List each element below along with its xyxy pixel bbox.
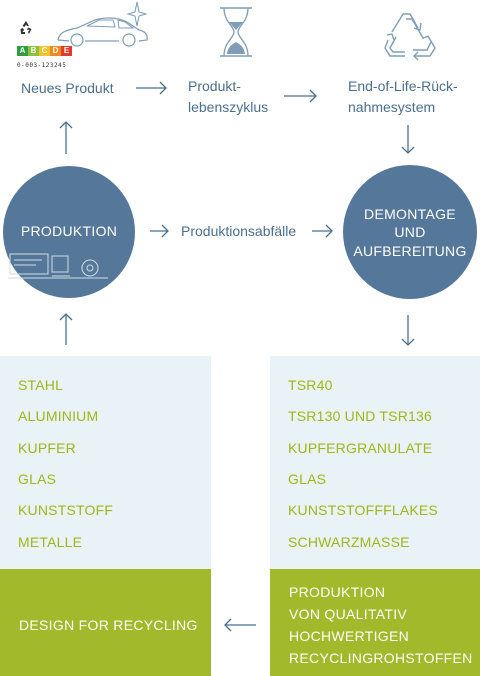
- energy-class-b: B: [28, 46, 39, 56]
- arrow-new-to-lifecycle: [136, 81, 167, 95]
- recycled-production-box: PRODUKTION VON QUALITATIV HOCHWERTIGEN R…: [270, 569, 480, 676]
- dismantling-line2: UND: [394, 224, 426, 240]
- material-item: KUPFER: [18, 440, 76, 456]
- arrow-materials-up: [59, 313, 73, 345]
- product-lifecycle-line1: Produkt-: [188, 78, 241, 94]
- recycle-icon: [384, 13, 436, 61]
- energy-class-e: E: [61, 46, 72, 56]
- production-circle-label: PRODUKTION: [20, 223, 118, 239]
- product-lifecycle-line2: lebenszyklus: [188, 99, 269, 115]
- recycled-item: GLAS: [288, 471, 327, 487]
- arrow-eol-down: [401, 125, 415, 154]
- energy-class-c: C: [39, 46, 50, 56]
- new-product-label: Neues Produkt: [21, 80, 114, 96]
- recycled-production-line1: PRODUKTION: [289, 584, 386, 600]
- material-item: STAHL: [18, 377, 64, 393]
- recycle-small-icon: [20, 21, 32, 34]
- production-circle: PRODUKTION: [3, 166, 135, 298]
- dismantling-line1: DEMONTAGE: [364, 206, 456, 222]
- material-item: METALLE: [18, 534, 83, 550]
- material-item: ALUMINIUM: [18, 408, 99, 424]
- production-waste-label: Produktionsabfälle: [181, 223, 297, 239]
- recycled-item: KUPFERGRANULATE: [288, 440, 433, 456]
- production-machine-icon: [8, 253, 108, 279]
- energy-class-a: A: [17, 46, 28, 56]
- end-of-life-label: End-of-Life-Rück- nahmesystem: [348, 78, 458, 116]
- material-item: GLAS: [18, 471, 57, 487]
- dismantling-circle: DEMONTAGE UND AUFBEREITUNG: [343, 165, 477, 299]
- arrow-dismantling-down: [401, 315, 415, 346]
- recycled-item: TSR40: [288, 377, 333, 393]
- recycled-production-line4: RECYCLINGROHSTOFFEN: [289, 650, 473, 666]
- design-for-recycling-label: DESIGN FOR RECYCLING: [19, 617, 198, 633]
- arrow-recycling-left: [224, 618, 256, 632]
- sparkle-icon: [126, 1, 148, 27]
- product-lifecycle-label: Produkt- lebenszyklus: [188, 78, 268, 116]
- end-of-life-line2: nahmesystem: [348, 99, 436, 115]
- recycled-item: KUNSTSTOFFFLAKES: [288, 502, 438, 518]
- end-of-life-line1: End-of-Life-Rück-: [348, 78, 458, 94]
- energy-class-d: D: [50, 46, 61, 56]
- materials-panel-right: TSR40 TSR130 UND TSR136 KUPFERGRANULATE …: [270, 356, 480, 569]
- car-icon: [57, 17, 148, 47]
- recycled-production-line2: VON QUALITATIV: [289, 606, 408, 622]
- recycled-production-line3: HOCHWERTIGEN: [289, 628, 410, 644]
- arrow-to-waste: [150, 224, 169, 238]
- material-item: KUNSTSTOFF: [18, 502, 114, 518]
- arrow-production-up: [59, 121, 73, 154]
- materials-panel-left: STAHL ALUMINIUM KUPFER GLAS KUNSTSTOFF M…: [0, 356, 211, 569]
- recycled-item: SCHWARZMASSE: [288, 534, 410, 550]
- dismantling-line3: AUFBEREITUNG: [353, 243, 467, 259]
- arrow-lifecycle-to-eol: [284, 89, 317, 103]
- recycled-item: TSR130 UND TSR136: [288, 408, 432, 424]
- design-for-recycling-box: DESIGN FOR RECYCLING: [0, 569, 211, 676]
- arrow-waste-to-dismantling: [312, 224, 333, 238]
- hourglass-icon: [220, 7, 252, 57]
- barcode-number: 0-003-123245: [17, 62, 67, 69]
